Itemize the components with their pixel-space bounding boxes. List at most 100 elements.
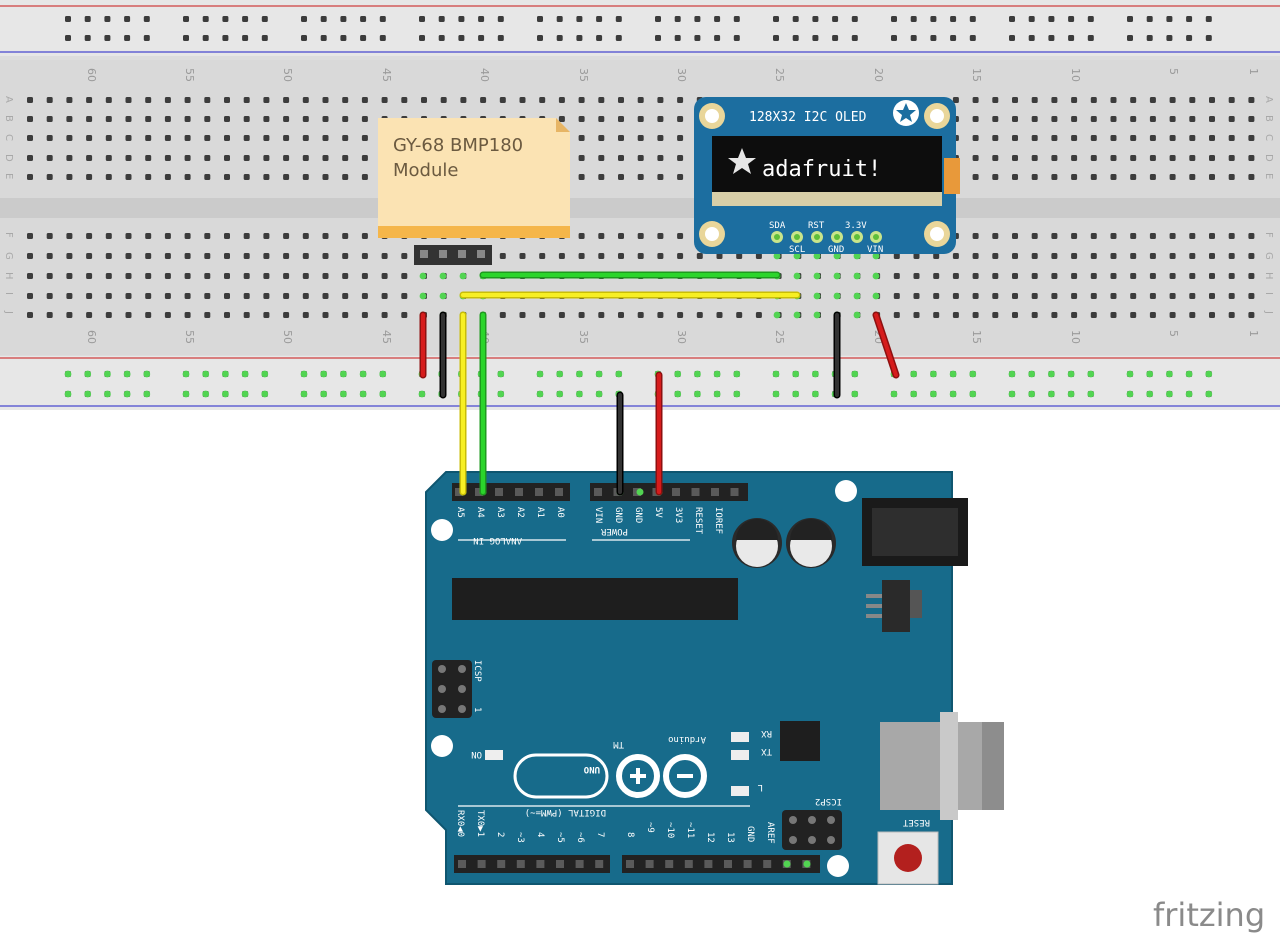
bmp180-header <box>414 245 492 265</box>
power-pin-labels: VIN GND GND 5V 3V3 RESET IOREF <box>593 507 723 535</box>
oled-module[interactable]: 128X32 I2C OLED adafruit! SDA RST 3.3V S… <box>694 97 960 255</box>
dc-power-jack <box>862 498 968 566</box>
atmega-chip <box>452 578 738 620</box>
screen-star-icon <box>728 148 756 174</box>
svg-text:A1: A1 <box>535 507 545 518</box>
svg-text:4: 4 <box>535 832 545 837</box>
svg-text:F: F <box>3 232 14 238</box>
top-power-rail <box>0 0 1280 56</box>
svg-text:5: 5 <box>1167 68 1180 75</box>
svg-text:35: 35 <box>577 68 590 82</box>
icsp-pin1-label: 1 <box>472 707 482 712</box>
digital-header-right <box>622 855 820 873</box>
svg-text:VIN: VIN <box>867 245 883 255</box>
svg-text:3V3: 3V3 <box>673 507 683 523</box>
digital-header-left <box>454 855 610 873</box>
usb-connector <box>880 712 1004 820</box>
svg-text:RST: RST <box>808 221 825 231</box>
svg-text:F: F <box>1263 232 1274 238</box>
svg-text:50: 50 <box>281 68 294 82</box>
bmp180-note[interactable]: GY-68 BMP180 Module <box>378 118 570 265</box>
svg-text:VIN: VIN <box>593 507 603 523</box>
svg-text:5V: 5V <box>653 507 663 518</box>
svg-text:A0: A0 <box>555 507 565 518</box>
svg-text:GND: GND <box>828 245 844 255</box>
rx-led <box>731 732 749 742</box>
svg-text:~6: ~6 <box>575 832 585 843</box>
note-line-1: GY-68 BMP180 <box>393 135 523 156</box>
mounting-holes <box>699 103 950 247</box>
digital-label: DIGITAL (PWM=~) <box>525 807 606 817</box>
svg-text:1: 1 <box>1247 330 1260 337</box>
svg-text:A: A <box>3 96 14 103</box>
trademark-mark: TM <box>613 739 624 749</box>
tx-led <box>731 750 749 760</box>
svg-text:H: H <box>1263 272 1274 280</box>
svg-text:~9: ~9 <box>645 822 655 833</box>
svg-text:30: 30 <box>675 68 688 82</box>
svg-text:A: A <box>1263 96 1274 103</box>
svg-text:A2: A2 <box>515 507 525 518</box>
svg-text:45: 45 <box>380 330 393 344</box>
svg-text:20: 20 <box>872 68 885 82</box>
oled-glass-edge <box>712 192 942 206</box>
uno-text: UNO <box>583 764 600 774</box>
svg-text:B: B <box>3 115 14 122</box>
svg-text:~3: ~3 <box>515 832 525 843</box>
oled-title: 128X32 I2C OLED <box>749 110 867 125</box>
reset-label: RESET <box>902 817 930 827</box>
svg-text:40: 40 <box>478 68 491 82</box>
on-label: ON <box>471 749 482 759</box>
uno-logo: UNO <box>513 753 609 799</box>
svg-text:D: D <box>1263 154 1274 162</box>
svg-text:D: D <box>3 154 14 162</box>
adafruit-star-icon <box>893 100 919 126</box>
svg-text:GND: GND <box>613 507 623 523</box>
svg-text:A3: A3 <box>495 507 505 518</box>
svg-text:TX0▶1: TX0▶1 <box>475 810 485 837</box>
svg-text:3.3V: 3.3V <box>845 221 867 231</box>
oled-ribbon <box>944 158 960 194</box>
svg-text:B: B <box>1263 115 1274 122</box>
svg-text:60: 60 <box>85 330 98 344</box>
svg-text:G: G <box>1263 252 1274 260</box>
svg-text:55: 55 <box>183 330 196 344</box>
arduino-brand-text: Arduino <box>668 734 706 744</box>
svg-text:60: 60 <box>85 68 98 82</box>
svg-text:15: 15 <box>970 68 983 82</box>
arduino-uno-board[interactable]: A5 A4 A3 A2 A1 A0 ANALOG IN VIN GND GND … <box>425 471 1004 885</box>
svg-text:J: J <box>1263 310 1274 314</box>
on-led <box>485 750 503 760</box>
oled-pin-labels: SDA RST 3.3V SCL GND VIN <box>769 221 883 255</box>
rx-label: RX <box>761 728 772 738</box>
tx-label: TX <box>761 746 772 756</box>
svg-text:SCL: SCL <box>789 245 805 255</box>
svg-text:A5: A5 <box>455 507 465 518</box>
board-mounting-holes <box>431 480 857 877</box>
oled-pin-pads <box>771 231 882 243</box>
svg-text:J: J <box>3 310 14 314</box>
svg-text:E: E <box>3 173 14 179</box>
svg-text:10: 10 <box>1069 68 1082 82</box>
power-header <box>590 483 748 501</box>
svg-text:2: 2 <box>495 832 505 837</box>
svg-text:GND: GND <box>633 507 643 523</box>
svg-text:12: 12 <box>705 832 715 843</box>
wires <box>419 271 900 496</box>
svg-text:I: I <box>3 292 14 295</box>
svg-text:IOREF: IOREF <box>713 507 723 534</box>
svg-text:13: 13 <box>725 832 735 843</box>
analog-header <box>452 483 570 501</box>
svg-text:AREF: AREF <box>765 822 775 844</box>
svg-text:E: E <box>1263 173 1274 179</box>
svg-text:C: C <box>1263 134 1274 141</box>
svg-text:~10: ~10 <box>665 822 675 838</box>
svg-text:H: H <box>3 272 14 280</box>
icsp-header <box>432 660 472 718</box>
voltage-regulator <box>866 580 922 632</box>
svg-text:35: 35 <box>577 330 590 344</box>
reset-button[interactable] <box>877 831 939 885</box>
